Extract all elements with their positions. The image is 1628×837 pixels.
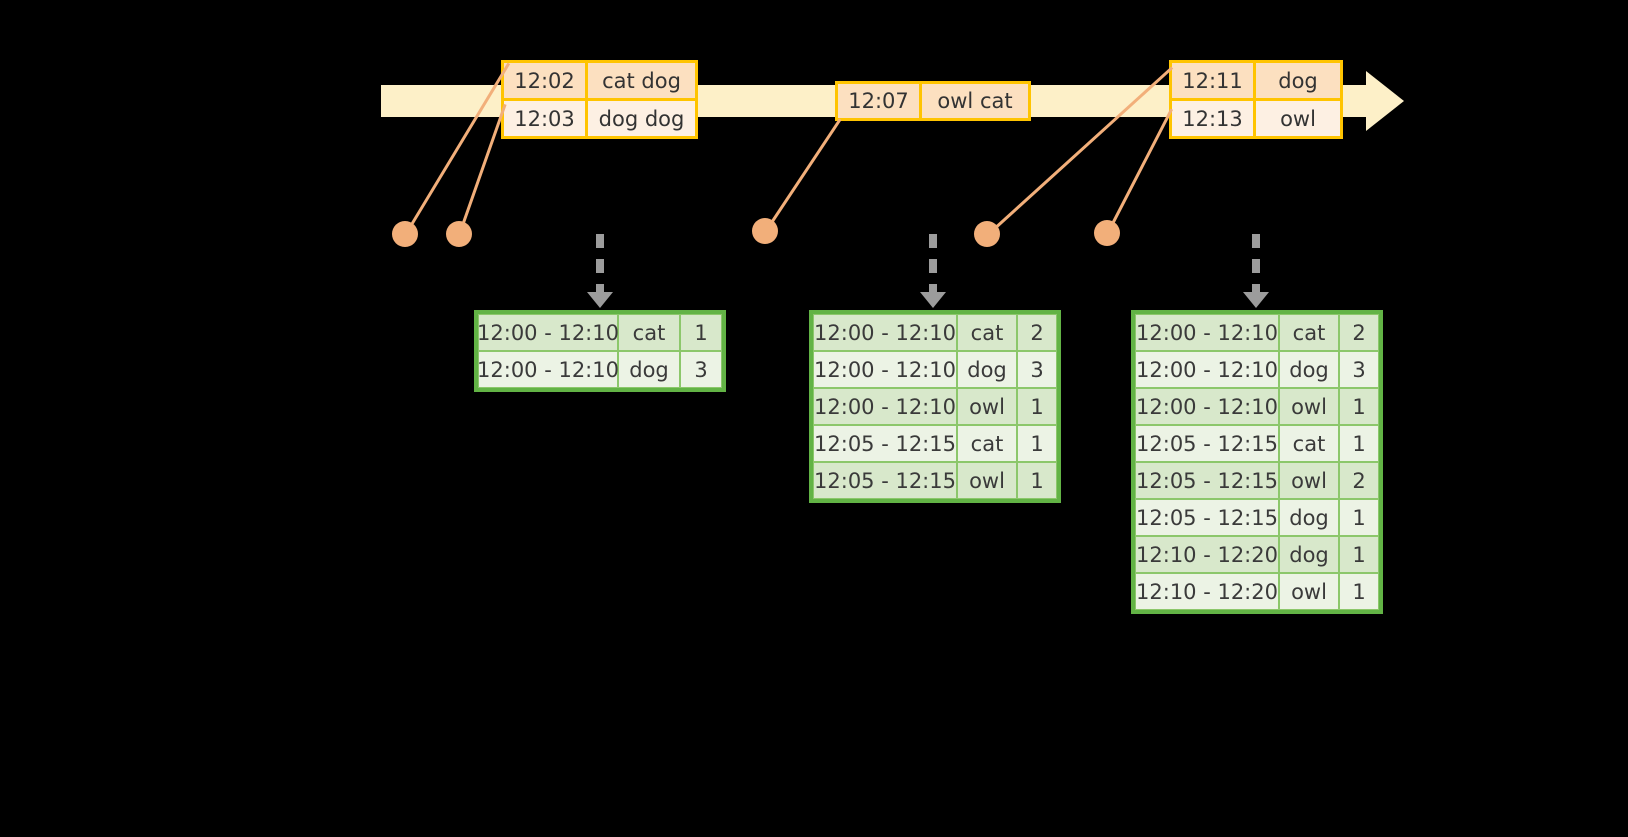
event-marker-1[interactable] (392, 221, 418, 247)
count-cell: 3 (1017, 351, 1057, 388)
count-cell: 2 (1017, 314, 1057, 351)
connector-line-5 (1105, 108, 1174, 236)
window-cell: 12:00 - 12:10 (477, 314, 619, 351)
count-cell: 1 (1017, 388, 1057, 425)
flow-arrow-3-head (1243, 292, 1269, 308)
word-cell: cat (1279, 314, 1339, 351)
event-marker-4[interactable] (974, 221, 1000, 247)
word-cell: dog (1279, 351, 1339, 388)
connector-line-2 (457, 103, 507, 236)
event-text: owl cat (922, 84, 1028, 118)
flow-arrow-1-head (587, 292, 613, 308)
window-cell: 12:10 - 12:20 (1135, 573, 1279, 610)
count-cell: 1 (1339, 388, 1379, 425)
word-cell: owl (957, 462, 1017, 499)
count-cell: 1 (1339, 573, 1379, 610)
event-row: 12:11 dog (1172, 63, 1340, 98)
event-row: 12:03 dog dog (504, 98, 695, 136)
count-cell: 1 (1339, 499, 1379, 536)
count-cell: 1 (1339, 425, 1379, 462)
word-cell: cat (618, 314, 680, 351)
flow-arrow-3-shaft (1252, 234, 1260, 296)
window-cell: 12:05 - 12:15 (813, 425, 957, 462)
window-cell: 12:00 - 12:10 (477, 351, 619, 388)
word-cell: owl (1279, 573, 1339, 610)
event-marker-2[interactable] (446, 221, 472, 247)
event-time: 12:13 (1172, 101, 1256, 136)
event-text: dog dog (588, 101, 695, 136)
event-time: 12:02 (504, 63, 588, 98)
count-cell: 3 (680, 351, 722, 388)
word-cell: owl (957, 388, 1017, 425)
timeline-arrowhead (1366, 71, 1404, 131)
event-group-2[interactable]: 12:07 owl cat (835, 81, 1031, 121)
count-cell: 3 (1339, 351, 1379, 388)
word-cell: cat (957, 425, 1017, 462)
count-cell: 1 (1339, 536, 1379, 573)
event-time: 12:11 (1172, 63, 1256, 98)
word-cell: dog (618, 351, 680, 388)
window-cell: 12:00 - 12:10 (1135, 351, 1279, 388)
window-cell: 12:10 - 12:20 (1135, 536, 1279, 573)
count-cell: 2 (1339, 314, 1379, 351)
event-row: 12:13 owl (1172, 98, 1340, 136)
connector-line-3 (763, 118, 842, 234)
event-marker-3[interactable] (752, 218, 778, 244)
word-cell: cat (957, 314, 1017, 351)
flow-arrow-2-head (920, 292, 946, 308)
event-row: 12:02 cat dog (504, 63, 695, 98)
window-cell: 12:05 - 12:15 (1135, 462, 1279, 499)
event-text: cat dog (588, 63, 695, 98)
event-marker-5[interactable] (1094, 220, 1120, 246)
word-cell: dog (1279, 536, 1339, 573)
flow-arrow-1-shaft (596, 234, 604, 296)
event-group-1[interactable]: 12:02 cat dog 12:03 dog dog (501, 60, 698, 139)
window-cell: 12:00 - 12:10 (1135, 388, 1279, 425)
count-cell: 1 (1017, 425, 1057, 462)
event-text: owl (1256, 101, 1340, 136)
count-cell: 2 (1339, 462, 1379, 499)
count-cell: 1 (680, 314, 722, 351)
count-cell: 1 (1017, 462, 1057, 499)
word-cell: dog (957, 351, 1017, 388)
word-cell: owl (1279, 388, 1339, 425)
window-cell: 12:05 - 12:15 (1135, 425, 1279, 462)
event-time: 12:07 (838, 84, 922, 118)
window-cell: 12:05 - 12:15 (1135, 499, 1279, 536)
window-cell: 12:05 - 12:15 (813, 462, 957, 499)
event-row: 12:07 owl cat (838, 84, 1028, 118)
word-cell: cat (1279, 425, 1339, 462)
flow-arrow-2-shaft (929, 234, 937, 296)
word-cell: owl (1279, 462, 1339, 499)
window-cell: 12:00 - 12:10 (813, 388, 957, 425)
window-cell: 12:00 - 12:10 (1135, 314, 1279, 351)
window-cell: 12:00 - 12:10 (813, 314, 957, 351)
event-text: dog (1256, 63, 1340, 98)
word-cell: dog (1279, 499, 1339, 536)
event-group-3[interactable]: 12:11 dog 12:13 owl (1169, 60, 1343, 139)
window-cell: 12:00 - 12:10 (813, 351, 957, 388)
event-time: 12:03 (504, 101, 588, 136)
